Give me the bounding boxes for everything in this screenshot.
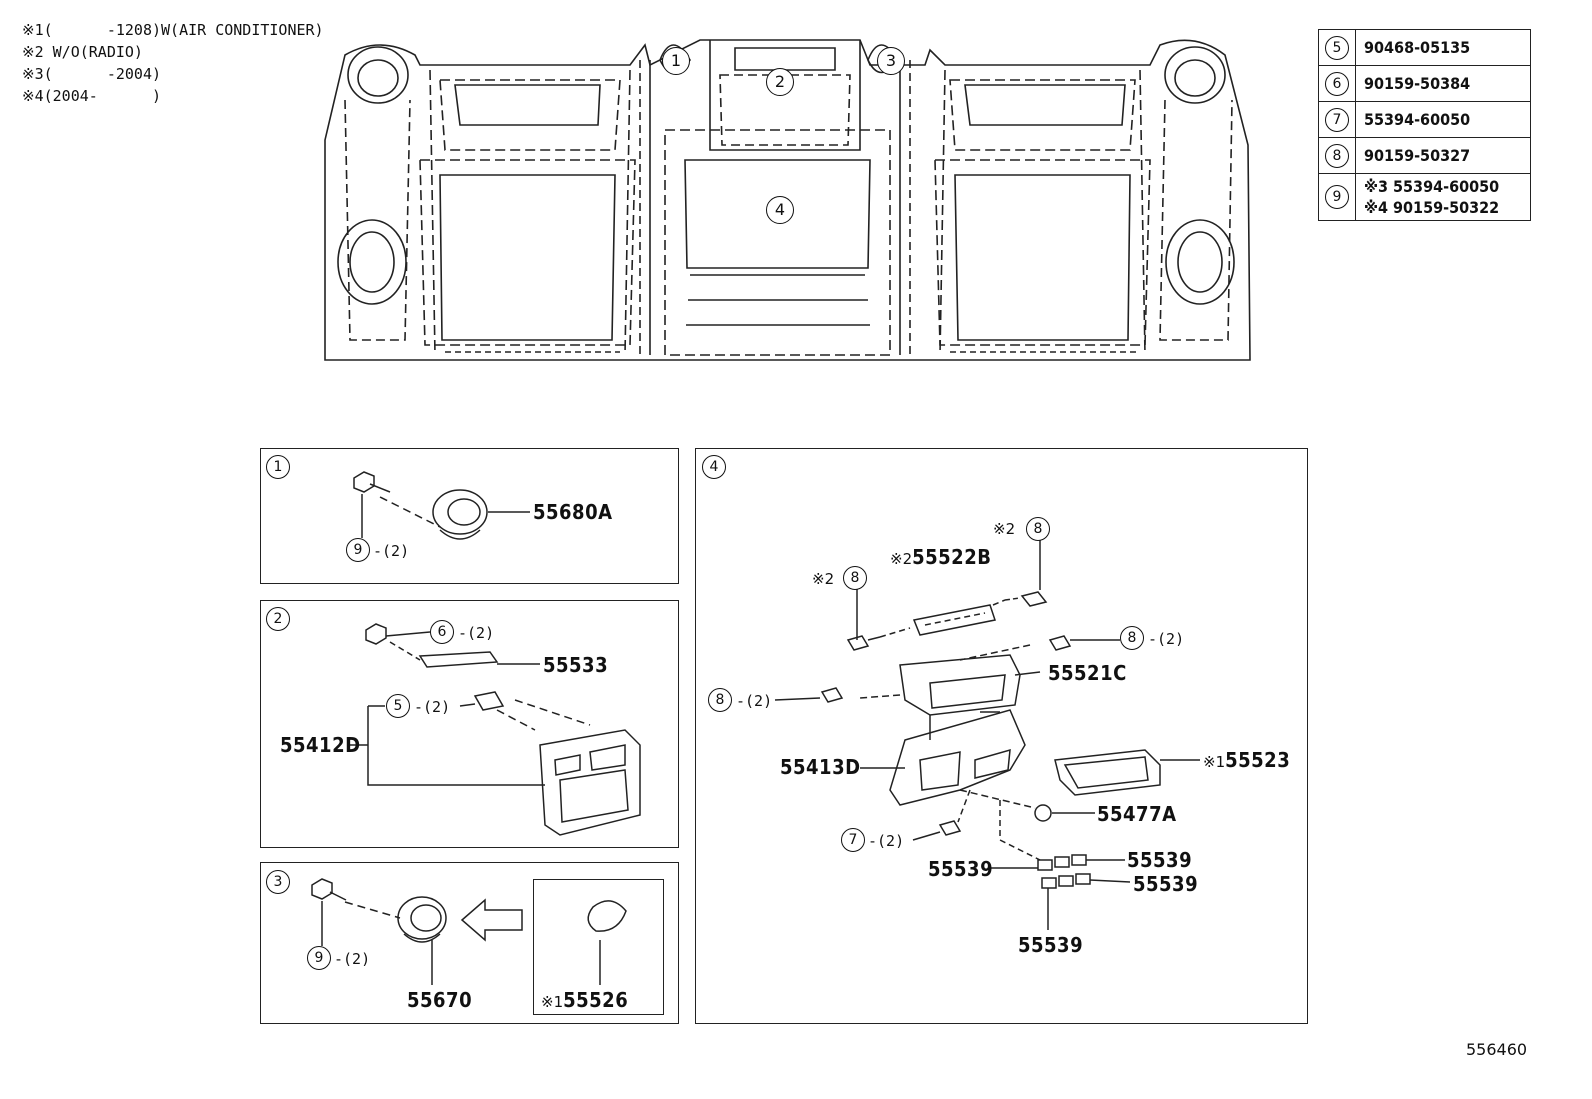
fastener-qty: -(2) bbox=[414, 698, 451, 716]
part-55522B: ※255522B bbox=[890, 545, 992, 569]
detail-panel-4 bbox=[695, 448, 1308, 1024]
part-55521C: 55521C bbox=[1048, 661, 1127, 685]
ref-part-number: ※4 90159-50322 bbox=[1364, 198, 1500, 217]
ref-key: 7 bbox=[1325, 107, 1349, 132]
fastener-key-9: 9 bbox=[307, 946, 331, 970]
panel1-drawing bbox=[353, 471, 530, 540]
fastener-qty: -(2) bbox=[736, 692, 773, 710]
panel2-drawing bbox=[350, 623, 641, 836]
panel4-drawing bbox=[774, 540, 1200, 930]
condition-mark: ※2 bbox=[812, 570, 835, 588]
fastener-key-6: 6 bbox=[430, 620, 454, 644]
ref-part-number: 90468-05135 bbox=[1355, 29, 1531, 66]
part-55539: 55539 bbox=[1133, 872, 1199, 896]
fastener-key-8: 8 bbox=[708, 688, 732, 712]
reference-row: 9 ※3 55394-60050 ※4 90159-50322 bbox=[1318, 173, 1531, 221]
part-55539: 55539 bbox=[1018, 933, 1084, 957]
ref-key: 8 bbox=[1325, 143, 1349, 168]
fastener-qty: -(2) bbox=[458, 624, 495, 642]
part-55523: ※155523 bbox=[1203, 748, 1291, 772]
detail-panel-1 bbox=[260, 448, 679, 584]
part-55413D: 55413D bbox=[780, 755, 861, 779]
part-55533: 55533 bbox=[543, 653, 609, 677]
footnote-1: ※1( -1208)W(AIR CONDITIONER) bbox=[22, 21, 324, 39]
ref-key: 9 bbox=[1325, 185, 1349, 209]
ref-part-number: 90159-50384 bbox=[1355, 65, 1531, 102]
ref-key: 5 bbox=[1325, 35, 1349, 60]
fastener-key-8: 8 bbox=[1120, 626, 1144, 650]
fastener-key-7: 7 bbox=[841, 828, 865, 852]
alternate-part-inset bbox=[533, 879, 664, 1015]
footnote-2: ※2 W/O(RADIO) bbox=[22, 43, 143, 61]
panel-index-4: 4 bbox=[702, 455, 726, 479]
part-55539: 55539 bbox=[1127, 848, 1193, 872]
fastener-key-5: 5 bbox=[386, 694, 410, 718]
part-55539: 55539 bbox=[928, 857, 994, 881]
panel-index-1: 1 bbox=[266, 455, 290, 479]
fastener-qty: -(2) bbox=[373, 542, 410, 560]
overview-callout-3: 3 bbox=[877, 47, 905, 75]
ref-part-number: 90159-50327 bbox=[1355, 137, 1531, 174]
fastener-key-8: 8 bbox=[1026, 517, 1050, 541]
part-55412D: 55412D bbox=[280, 733, 361, 757]
fastener-key-8: 8 bbox=[843, 566, 867, 590]
detail-panel-3 bbox=[260, 862, 679, 1024]
footnote-4: ※4(2004- ) bbox=[22, 87, 162, 105]
ref-key: 6 bbox=[1325, 71, 1349, 96]
part-55680A: 55680A bbox=[533, 500, 613, 524]
ref-part-number: 55394-60050 bbox=[1355, 101, 1531, 138]
part-55477A: 55477A bbox=[1097, 802, 1177, 826]
fastener-qty: -(2) bbox=[334, 950, 371, 968]
overview-callout-2: 2 bbox=[766, 68, 794, 96]
ref-part-number: ※3 55394-60050 bbox=[1364, 177, 1500, 196]
panel-index-3: 3 bbox=[266, 870, 290, 894]
document-id: 556460 bbox=[1466, 1040, 1528, 1059]
overview-callout-4: 4 bbox=[766, 196, 794, 224]
part-55526: ※155526 bbox=[541, 988, 629, 1012]
panel3-drawing bbox=[311, 878, 627, 985]
fastener-qty: -(2) bbox=[868, 832, 905, 850]
overview-callout-1: 1 bbox=[662, 47, 690, 75]
footnote-3: ※3( -2004) bbox=[22, 65, 162, 83]
fastener-key-9: 9 bbox=[346, 538, 370, 562]
part-55670: 55670 bbox=[407, 988, 473, 1012]
condition-mark: ※2 bbox=[993, 520, 1016, 538]
detail-panel-2 bbox=[260, 600, 679, 848]
panel-index-2: 2 bbox=[266, 607, 290, 631]
fastener-qty: -(2) bbox=[1148, 630, 1185, 648]
